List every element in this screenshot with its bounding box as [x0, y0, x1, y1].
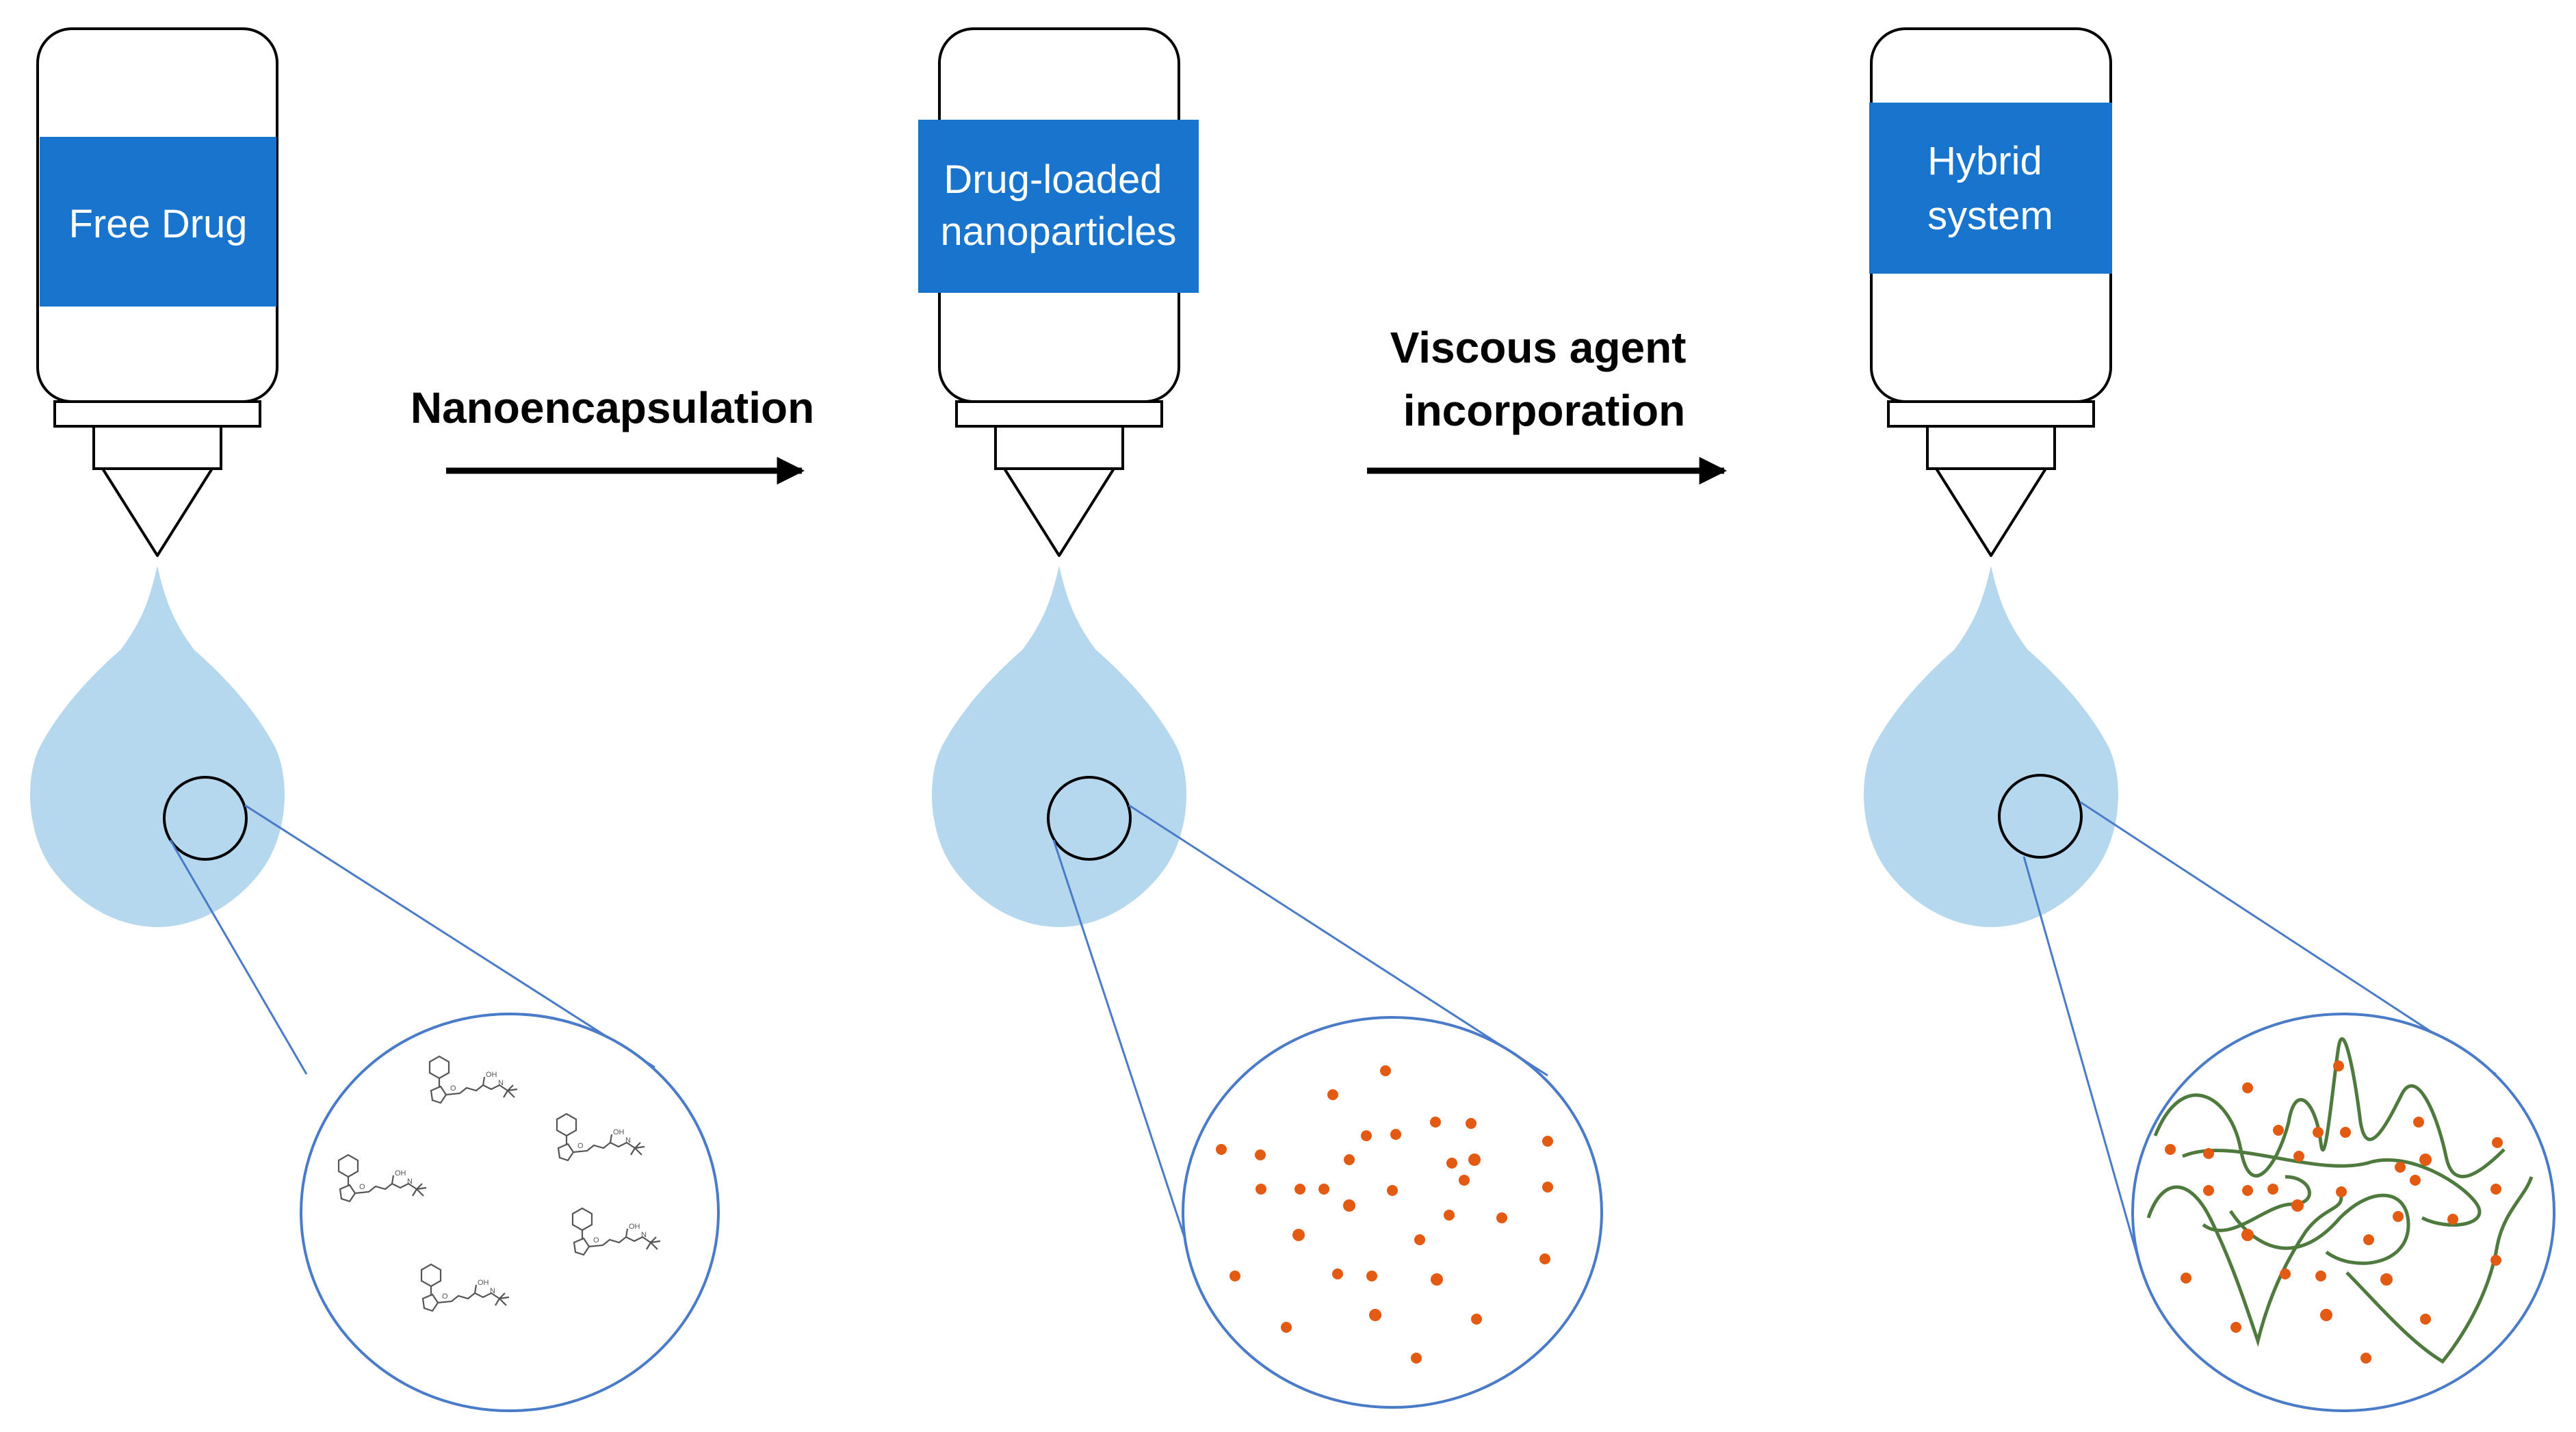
stage-label: Hybrid system	[1927, 139, 2053, 238]
nanoparticle-dot	[2267, 1184, 2278, 1195]
nanoparticle-dot	[1380, 1065, 1391, 1076]
nanoparticle-dot	[1294, 1184, 1305, 1195]
nanoparticle-dot	[2413, 1117, 2424, 1128]
stage-label-box	[918, 120, 1199, 293]
nanoparticle-dot	[2492, 1137, 2503, 1148]
zoom-source-circle	[1998, 774, 2083, 859]
nanoparticle-dot	[1256, 1184, 1266, 1195]
polymer-chain	[2228, 1193, 2410, 1265]
nanoparticle-dot	[2333, 1060, 2344, 1071]
nanoparticle-dot	[1366, 1271, 1377, 1281]
nanoparticle-dot	[1390, 1129, 1401, 1140]
nanoparticle-dot	[1431, 1273, 1443, 1286]
nanoparticle-dot	[1332, 1268, 1343, 1279]
stage-label: Free Drug	[68, 202, 247, 246]
nanoparticle-dot	[1430, 1117, 1441, 1128]
nanoparticle-dot	[1216, 1144, 1227, 1155]
nanoparticle-dot	[2242, 1082, 2253, 1093]
nanoparticle-dot	[1459, 1175, 1470, 1186]
nanoparticle-dot	[2181, 1273, 2191, 1284]
nanoparticle-dot	[1466, 1118, 1476, 1129]
nanoparticle-dot	[2293, 1151, 2304, 1162]
nanoparticle-dot	[1496, 1212, 1507, 1223]
nanoparticle-dot	[1292, 1229, 1305, 1241]
nanoparticle-dot	[1327, 1089, 1338, 1100]
nanoparticle-dot	[1539, 1253, 1550, 1264]
nanoparticle-dot	[2447, 1214, 2458, 1225]
nanoparticle-dot	[2241, 1229, 2254, 1241]
nanoparticle-dot	[2230, 1322, 2241, 1333]
nanoparticle-dot	[1369, 1309, 1381, 1321]
nanoparticle-dot	[2165, 1144, 2176, 1155]
nanoparticle-dot	[2380, 1273, 2393, 1286]
nanoparticle-dot	[1344, 1154, 1355, 1165]
nanoparticle-dot	[1343, 1199, 1355, 1212]
stage-hybrid-system: Hybrid system	[1862, 27, 2555, 1412]
nanoparticle-dot	[1414, 1234, 1425, 1245]
zoom-source-circle	[163, 776, 248, 861]
nanoparticle-dot	[2360, 1353, 2371, 1364]
polymer-chain	[2345, 1176, 2534, 1364]
nanoparticle-dot	[2490, 1184, 2501, 1195]
magnified-view	[300, 1013, 720, 1412]
nanoparticle-dots	[1216, 1065, 1553, 1364]
nanoparticle-dot	[2395, 1162, 2406, 1173]
nanoparticle-dot	[2291, 1199, 2304, 1212]
nanoparticle-dot	[2419, 1154, 2432, 1166]
step-label: Viscous agent incorporation	[1390, 323, 1699, 435]
stage-label-box	[40, 137, 276, 307]
nanoparticle-dot	[1255, 1149, 1266, 1160]
nanoparticle-dot	[2420, 1314, 2431, 1325]
magnified-view	[1182, 1016, 1603, 1409]
nanoparticle-dot	[2320, 1309, 2332, 1321]
zoom-line	[169, 839, 308, 1075]
nanoparticle-dot	[1230, 1271, 1240, 1281]
step-nanoencapsulation: Nanoencapsulation	[411, 383, 814, 485]
nanoparticle-dots	[2165, 1060, 2503, 1364]
nanoparticle-dot	[1468, 1154, 1481, 1166]
nanoparticle-dot	[1411, 1353, 1422, 1364]
stage-label-box	[1869, 103, 2112, 274]
nanoparticle-dot	[2410, 1175, 2421, 1186]
zoom-line	[244, 804, 655, 1069]
nanoparticle-dot	[2363, 1234, 2374, 1245]
nanoparticle-dot	[1542, 1136, 1553, 1147]
nanoparticle-dot	[2490, 1255, 2501, 1266]
zoom-line	[2022, 856, 2142, 1266]
step-viscous-agent-incorporation: Viscous agent incorporation	[1367, 323, 1728, 485]
nanoparticle-dot	[2203, 1185, 2214, 1196]
nanoparticle-dot	[2203, 1148, 2214, 1159]
nanoparticle-dot	[1281, 1322, 1292, 1333]
nanoparticle-dot	[1471, 1314, 1482, 1325]
nanoparticle-dot	[2340, 1127, 2351, 1138]
zoom-line	[1128, 804, 1548, 1077]
nanoparticle-dot	[2280, 1268, 2291, 1279]
nanoparticle-dot	[1542, 1182, 1553, 1193]
nanoparticle-dot	[2313, 1127, 2324, 1138]
nanoparticle-dot	[1387, 1185, 1398, 1196]
nanoparticle-dot	[1361, 1130, 1372, 1141]
stage-free-drug: Free Drug	[29, 27, 720, 1412]
nanoparticle-dot	[2315, 1271, 2326, 1281]
stage-drug-loaded-nanoparticles: Drug-loaded nanoparticles	[918, 27, 1603, 1409]
polymer-chain	[2182, 1148, 2482, 1227]
nanoparticle-dot	[2273, 1125, 2284, 1136]
polymer-chain	[2146, 1185, 2343, 1347]
nanoparticle-dot	[2242, 1185, 2253, 1196]
nanoparticle-dot	[2393, 1211, 2404, 1222]
nanoparticle-dot	[1446, 1158, 1457, 1169]
nanoparticle-dot	[1444, 1210, 1455, 1221]
zoom-line	[1052, 839, 1188, 1246]
nanoparticle-dot	[2336, 1186, 2347, 1197]
stage-label: Drug-loaded nanoparticles	[941, 157, 1177, 254]
nanoparticle-dot	[1318, 1184, 1329, 1195]
step-label: Nanoencapsulation	[411, 383, 814, 432]
zoom-source-circle	[1047, 776, 1132, 861]
